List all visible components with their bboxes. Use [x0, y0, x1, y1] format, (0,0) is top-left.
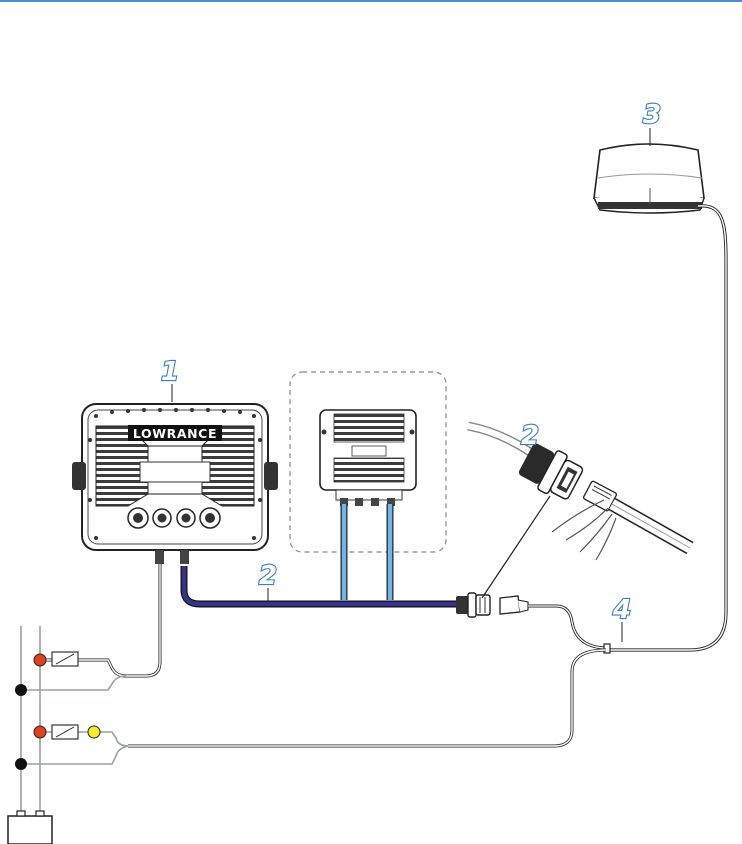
top-rule [0, 0, 742, 2]
callout-4: 4 [612, 595, 631, 625]
connector-detail [468, 426, 690, 560]
battery-icon [8, 811, 52, 844]
interface-module-icon [320, 410, 416, 506]
brand-label: LOWRANCE [133, 426, 217, 441]
detail-leader [482, 496, 550, 598]
callout-2-detail: 2 [521, 421, 539, 451]
positive-terminal-1 [34, 654, 46, 666]
callout-2-cable: 2 [259, 561, 277, 591]
indicator-yellow [88, 726, 100, 738]
fuse-icon [52, 652, 78, 666]
callout-1: 1 [161, 357, 179, 387]
ethernet-cable [184, 566, 462, 604]
radar-dome-icon [594, 144, 704, 213]
fuse-icon [52, 725, 78, 739]
adapter-cable [528, 606, 604, 648]
ground-terminal-2 [15, 758, 27, 770]
radar-power-cable [128, 650, 606, 746]
positive-terminal-2 [34, 726, 46, 738]
ethernet-connector-icon [456, 593, 490, 617]
ground-terminal-1 [15, 684, 27, 696]
radar-cable [608, 206, 726, 650]
rj45-plug-icon [500, 596, 528, 614]
display-unit-icon: LOWRANCE [72, 404, 278, 564]
callout-3: 3 [643, 100, 661, 130]
